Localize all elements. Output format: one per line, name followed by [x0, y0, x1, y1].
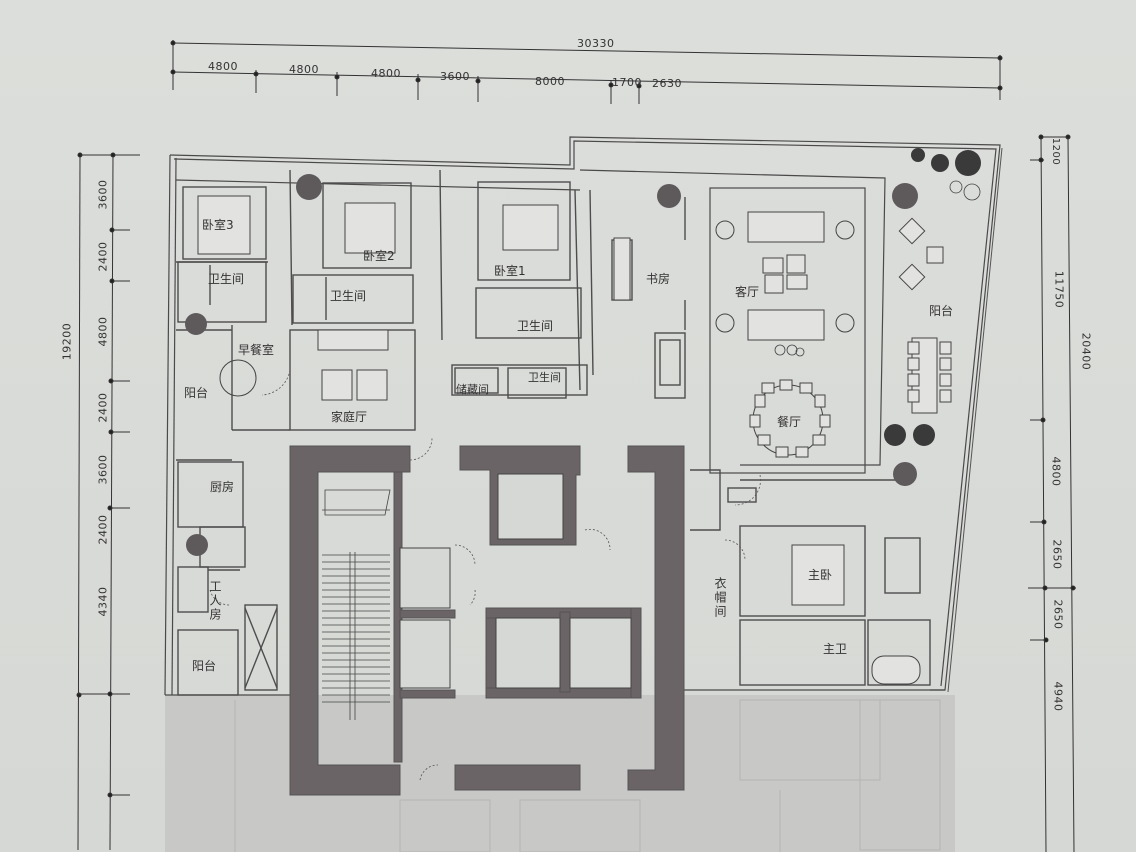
- room-label-balcony-left: 阳台: [184, 386, 209, 400]
- room-label-living: 客厅: [735, 285, 760, 299]
- dim-top-total: 30330: [577, 37, 615, 50]
- room-label-breakfast: 早餐室: [238, 343, 275, 357]
- room-label-bath-b2: 卫生间: [330, 289, 367, 303]
- dim-top-seg-5: 8000: [535, 75, 565, 88]
- room-label-kitchen: 厨房: [210, 480, 235, 494]
- building-core: [289, 445, 685, 796]
- room-label-balcony-right: 阳台: [929, 304, 954, 318]
- room-label-cloakroom: 衣帽间: [713, 577, 727, 619]
- dim-top-seg-3: 4800: [371, 67, 401, 80]
- room-label-balcony-bottom-left: 阳台: [192, 659, 217, 673]
- room-label-bath-b3: 卫生间: [208, 272, 245, 286]
- columns: [185, 174, 918, 556]
- room-label-dining: 餐厅: [777, 415, 802, 429]
- dim-top-seg-1: 4800: [208, 60, 238, 73]
- plants: [884, 148, 981, 446]
- dim-top-seg-7: 2630: [652, 77, 682, 90]
- room-label-bedroom1: 卧室1: [494, 264, 526, 278]
- furniture: [197, 195, 938, 685]
- stair-treads: [322, 489, 391, 720]
- room-label-storage: 储藏间: [456, 383, 489, 396]
- room-label-master-bedroom: 主卧: [808, 568, 833, 582]
- dim-top-seg-6: 1700: [612, 76, 642, 89]
- room-label-master-bath: 主卫: [823, 642, 848, 656]
- dim-top-seg-4: 3600: [440, 70, 470, 83]
- room-label-family-hall: 家庭厅: [331, 410, 368, 424]
- room-label-study: 书房: [646, 272, 671, 286]
- room-label-bath-b1: 卫生间: [517, 319, 554, 333]
- room-label-maid-room: 工人房: [208, 580, 222, 622]
- room-label-powder: 卫生间: [528, 371, 561, 384]
- dim-top-seg-2: 4800: [289, 63, 319, 76]
- room-label-bedroom2: 卧室2: [363, 249, 395, 263]
- room-label-bedroom3: 卧室3: [202, 218, 234, 232]
